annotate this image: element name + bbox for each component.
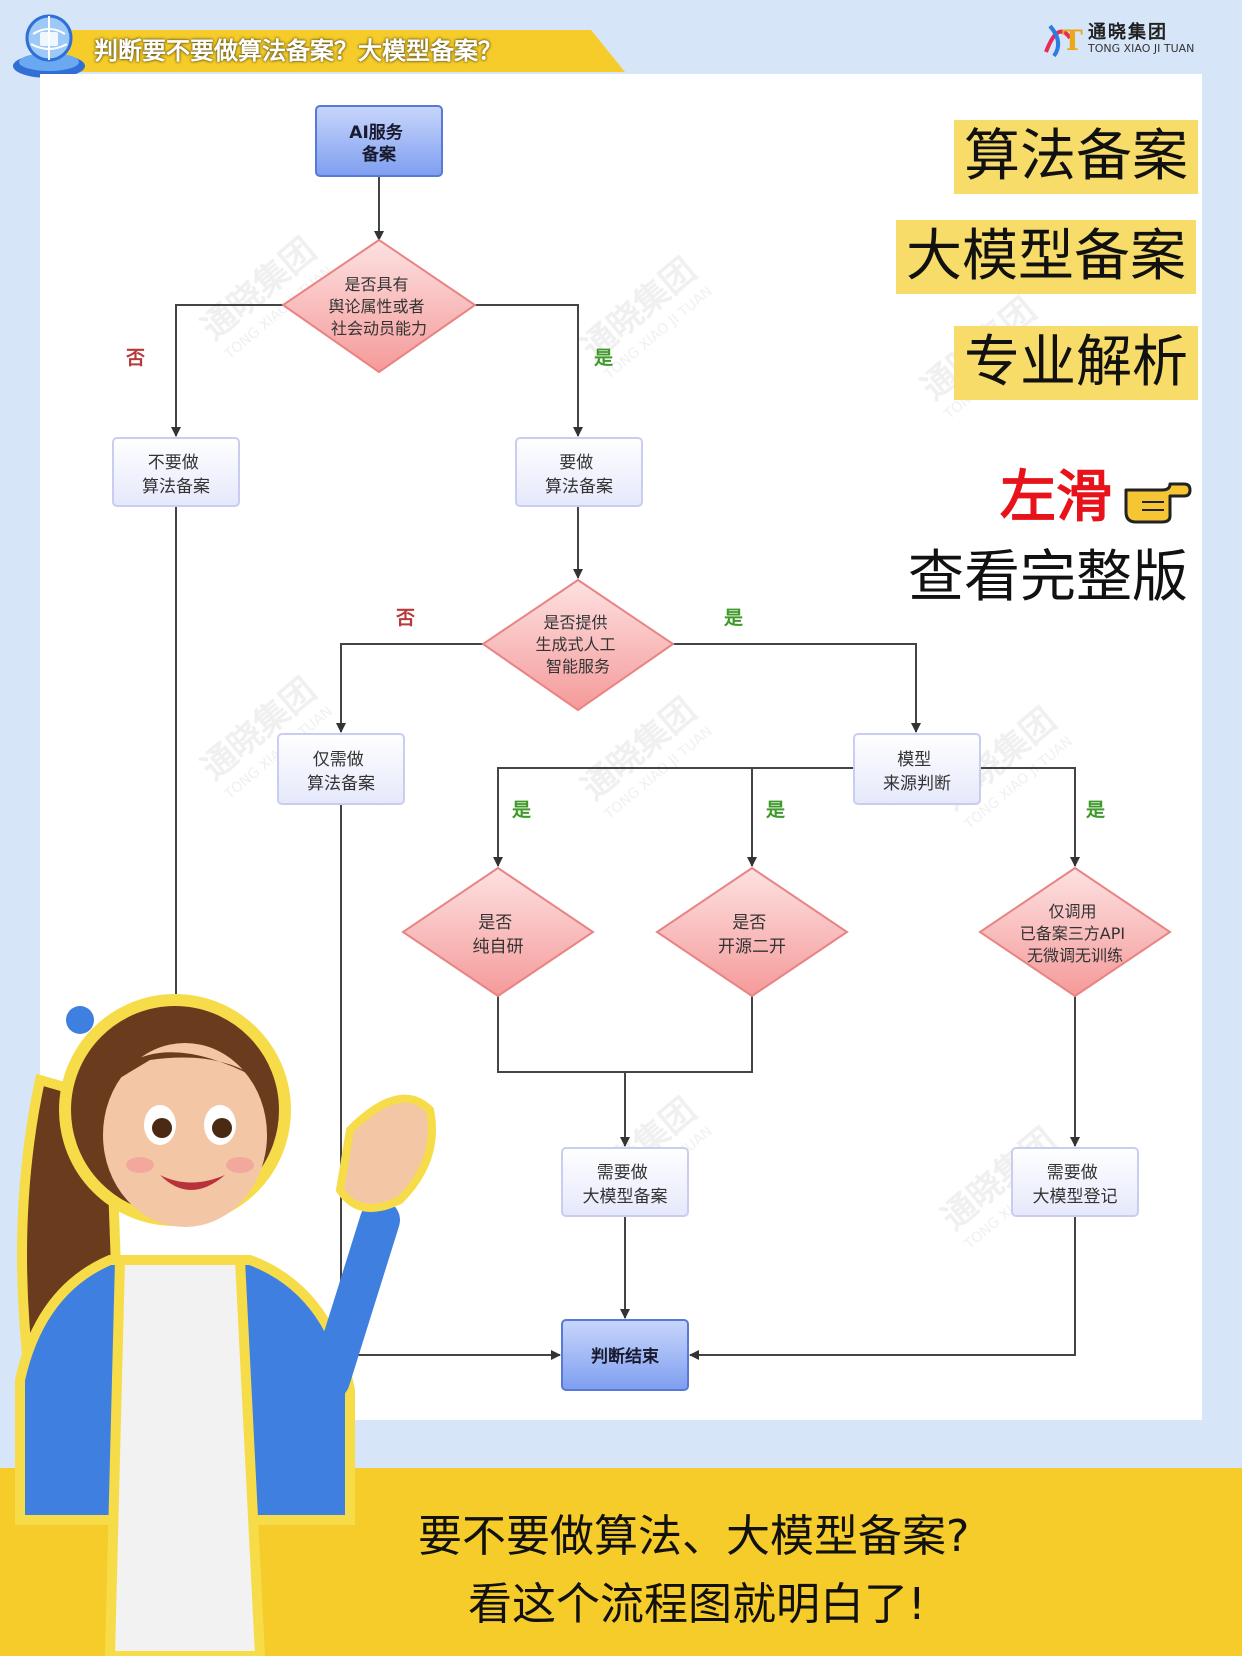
header-title: 判断要不要做算法备案？大模型备案？ — [94, 37, 502, 65]
edge-reg-end — [689, 1216, 1076, 1360]
node-end-label: 判断结束 — [591, 1346, 659, 1367]
tag-model-filing: 大模型备案 — [896, 220, 1196, 294]
node-q1-line1: 是否具有 — [344, 275, 408, 294]
node-q1: 是否具有 舆论属性或者 社会动员能力 — [281, 238, 477, 374]
node-q2: 是否提供 生成式人工 智能服务 — [481, 578, 675, 712]
edge-model-api — [980, 767, 1080, 867]
waving-girl-mascot — [15, 994, 436, 1656]
node-do-alg-line2: 算法备案 — [545, 477, 613, 497]
node-need-filing-line1: 需要做 — [597, 1163, 648, 1183]
node-q2-line3: 智能服务 — [546, 657, 610, 676]
label-q2-no: 否 — [395, 607, 415, 629]
svg-text:AI服务 备案: AI服务 备案 — [349, 122, 408, 165]
edge-model-self — [493, 767, 854, 867]
company-name-cn: 通晓集团 — [1088, 22, 1168, 43]
bottom-line1: 要不要做算法、大模型备案? — [418, 1511, 970, 1562]
tag-algorithm-filing: 算法备案 — [954, 120, 1198, 194]
node-q-api: 仅调用 已备案三方API 无微调无训练 — [978, 866, 1172, 998]
label-q1-yes: 是 — [594, 347, 613, 369]
node-q-self-line2: 纯自研 — [473, 937, 524, 957]
node-do-alg: 要做 算法备案 — [515, 437, 643, 507]
svg-text:是否 开源二开: 是否 开源二开 — [718, 913, 786, 957]
node-q-open-line2: 开源二开 — [718, 937, 786, 957]
svg-text:是否具有 舆论属性或者 社会动员能力: 是否具有 舆论属性或者 社会动员能力 — [328, 275, 429, 338]
bottom-line2: 看这个流程图就明白了! — [468, 1579, 926, 1630]
company-mark-icon: T — [1044, 24, 1083, 58]
node-q2-line1: 是否提供 — [543, 613, 607, 632]
svg-text:仅需做 算法备案: 仅需做 算法备案 — [307, 750, 375, 794]
company-name-en: TONG XIAO JI TUAN — [1088, 42, 1195, 55]
svg-text:需要做 大模型备案: 需要做 大模型备案 — [583, 1163, 668, 1207]
node-no-alg-line2: 算法备案 — [142, 477, 210, 497]
node-q1-line3: 社会动员能力 — [331, 319, 427, 338]
tag-expert-analysis: 专业解析 — [954, 326, 1198, 400]
node-q-self: 是否 纯自研 — [401, 866, 595, 998]
node-q-open: 是否 开源二开 — [655, 866, 849, 998]
node-need-reg: 需要做 大模型登记 — [1011, 1147, 1139, 1217]
node-start-line1: AI服务 — [349, 122, 403, 143]
node-model-src-line2: 来源判断 — [883, 774, 951, 794]
node-start-line2: 备案 — [361, 144, 397, 165]
node-need-reg-line2: 大模型登记 — [1033, 1187, 1118, 1207]
svg-text:不要做 算法备案: 不要做 算法备案 — [142, 453, 210, 497]
node-end: 判断结束 — [561, 1319, 689, 1391]
svg-text:仅调用 已备案三方API 无微调无训: 仅调用 已备案三方API 无微调无训练 — [1020, 902, 1130, 965]
label-q1-no: 否 — [125, 347, 145, 369]
edge-q1-no — [171, 304, 283, 437]
node-q-api-line3: 无微调无训练 — [1027, 946, 1123, 965]
swipe-left-hint: 左滑 — [1000, 465, 1112, 530]
node-q-api-line2: 已备案三方API — [1020, 924, 1125, 943]
node-only-alg: 仅需做 算法备案 — [277, 733, 405, 805]
edge-labels: 否 是 否 是 是 是 是 — [125, 347, 1105, 821]
header-ribbon — [60, 30, 625, 72]
edge-q2-no — [336, 643, 483, 733]
label-open-yes: 是 — [766, 799, 785, 821]
svg-text:要做 算法备案: 要做 算法备案 — [545, 453, 613, 497]
globe-logo-icon — [13, 14, 85, 78]
node-q2-line2: 生成式人工 — [535, 635, 615, 654]
node-do-alg-line1: 要做 — [559, 453, 593, 473]
node-model-src: 模型 来源判断 — [853, 733, 981, 805]
node-q-open-line1: 是否 — [732, 913, 766, 933]
node-only-alg-line1: 仅需做 — [313, 750, 364, 770]
node-start: AI服务 备案 — [315, 105, 443, 177]
svg-text:是否 纯自研: 是否 纯自研 — [473, 913, 524, 957]
node-no-alg: 不要做 算法备案 — [112, 437, 240, 507]
node-need-reg-line1: 需要做 — [1047, 1163, 1098, 1183]
node-q-api-line1: 仅调用 — [1048, 902, 1096, 921]
node-q-self-line1: 是否 — [478, 913, 512, 933]
view-full-hint: 查看完整版 — [908, 545, 1188, 610]
node-only-alg-line2: 算法备案 — [307, 774, 375, 794]
node-no-alg-line1: 不要做 — [148, 453, 199, 473]
node-model-src-line1: 模型 — [897, 750, 931, 770]
svg-text:是否提供 生成式人工 智能服务: 是否提供 生成式人工 智能服务 — [535, 613, 620, 676]
label-self-yes: 是 — [512, 799, 531, 821]
node-q1-line2: 舆论属性或者 — [328, 297, 424, 316]
label-api-yes: 是 — [1086, 799, 1105, 821]
pointing-hand-icon — [1124, 482, 1192, 524]
node-need-filing: 需要做 大模型备案 — [561, 1147, 689, 1217]
edge-self-merge — [497, 996, 753, 1073]
edge-q2-yes — [673, 643, 921, 733]
node-need-filing-line2: 大模型备案 — [583, 1187, 668, 1207]
label-q2-yes: 是 — [724, 607, 743, 629]
company-logo: T 通晓集团 TONG XIAO JI TUAN — [1040, 16, 1240, 60]
svg-text:T: T — [1062, 24, 1083, 57]
svg-text:模型 来源判断: 模型 来源判断 — [883, 750, 951, 794]
svg-text:需要做 大模型登记: 需要做 大模型登记 — [1033, 1163, 1118, 1207]
edge-q1-yes — [475, 304, 583, 437]
